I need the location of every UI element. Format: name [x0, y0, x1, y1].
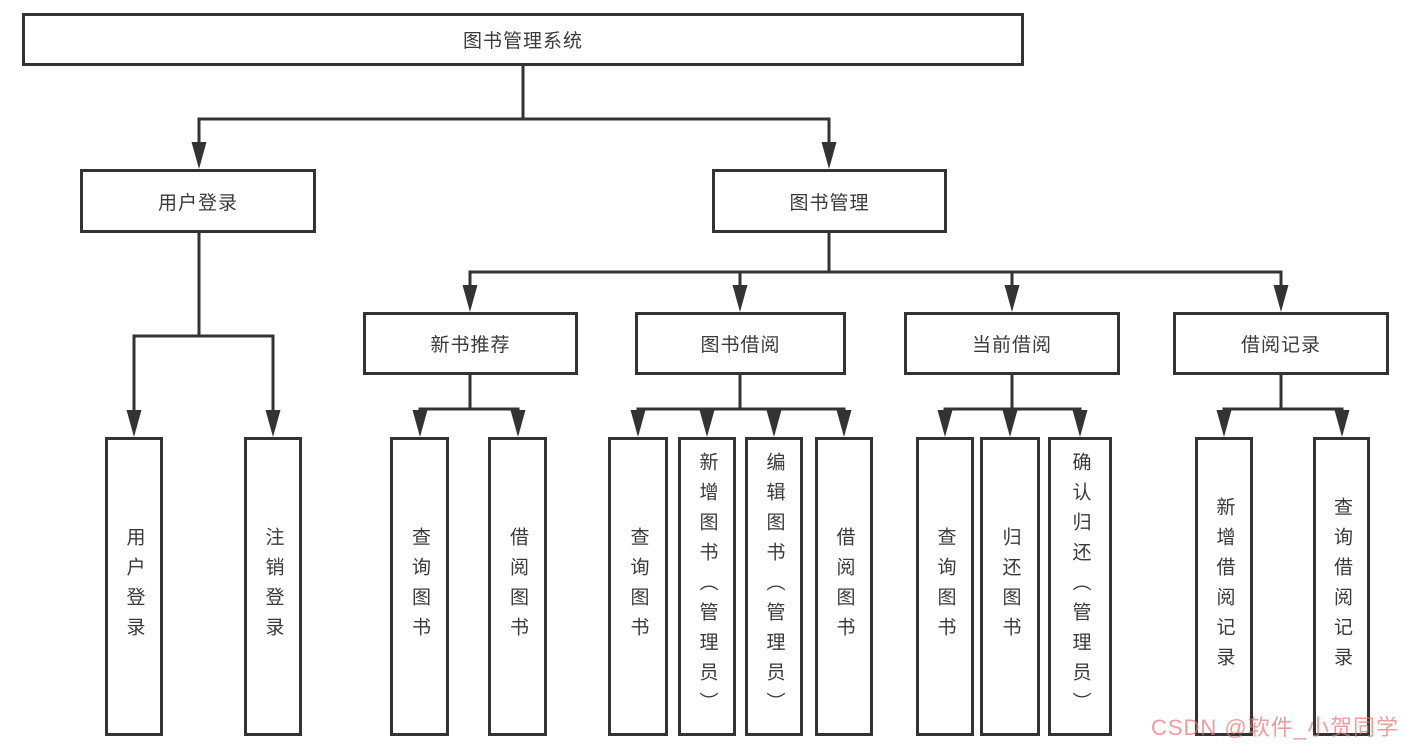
node-root: 图书管理系统 [22, 13, 1024, 66]
node-user-login: 用户登录 [80, 169, 316, 233]
node-label: 借阅图书 [507, 526, 528, 647]
node-book-management: 图书管理 [712, 169, 947, 233]
node-label: 借阅记录 [1240, 335, 1321, 356]
node-current-borrow: 当前借阅 [904, 312, 1120, 375]
node-label: 新增借阅记录 [1213, 496, 1235, 677]
node-label: 图书借阅 [700, 335, 781, 356]
node-leaf-bb-query: 查询图书 [608, 437, 668, 736]
watermark-text: CSDN @软件_小贺同学 [1150, 715, 1399, 740]
node-new-book-recommend: 新书推荐 [363, 312, 578, 375]
node-label: 用户登录 [123, 526, 145, 647]
node-leaf-br-query: 查询借阅记录 [1313, 437, 1370, 736]
node-leaf-cb-confirm: 确认归还（管理员） [1048, 437, 1112, 736]
node-leaf-br-add: 新增借阅记录 [1195, 437, 1253, 736]
node-label: 当前借阅 [971, 335, 1052, 356]
node-leaf-cb-query: 查询图书 [916, 437, 974, 736]
node-label: 查询图书 [934, 526, 956, 647]
node-leaf-bb-borrow: 借阅图书 [815, 437, 873, 736]
node-label: 新增图书（管理员） [696, 451, 718, 722]
node-label: 查询借阅记录 [1331, 496, 1352, 677]
node-label: 编辑图书（管理员） [763, 451, 785, 722]
node-leaf-rec-query: 查询图书 [390, 437, 449, 736]
node-label: 新书推荐 [430, 335, 511, 356]
node-label: 借阅图书 [833, 526, 855, 647]
node-label: 图书管理 [789, 192, 870, 214]
node-leaf-logout: 注销登录 [244, 437, 302, 736]
node-borrow-record: 借阅记录 [1173, 312, 1389, 375]
node-label: 图书管理系统 [462, 31, 583, 52]
node-leaf-user-login: 用户登录 [105, 437, 163, 736]
node-book-borrow: 图书借阅 [635, 312, 846, 375]
node-label: 注销登录 [262, 526, 284, 647]
node-leaf-cb-return: 归还图书 [980, 437, 1040, 736]
node-label: 查询图书 [409, 526, 430, 647]
node-label: 归还图书 [999, 526, 1021, 647]
node-label: 查询图书 [627, 526, 649, 647]
node-label: 确认归还（管理员） [1069, 451, 1091, 722]
node-label: 用户登录 [157, 192, 238, 214]
node-leaf-rec-borrow: 借阅图书 [488, 437, 547, 736]
node-leaf-bb-add: 新增图书（管理员） [678, 437, 736, 736]
node-leaf-bb-edit: 编辑图书（管理员） [745, 437, 803, 736]
